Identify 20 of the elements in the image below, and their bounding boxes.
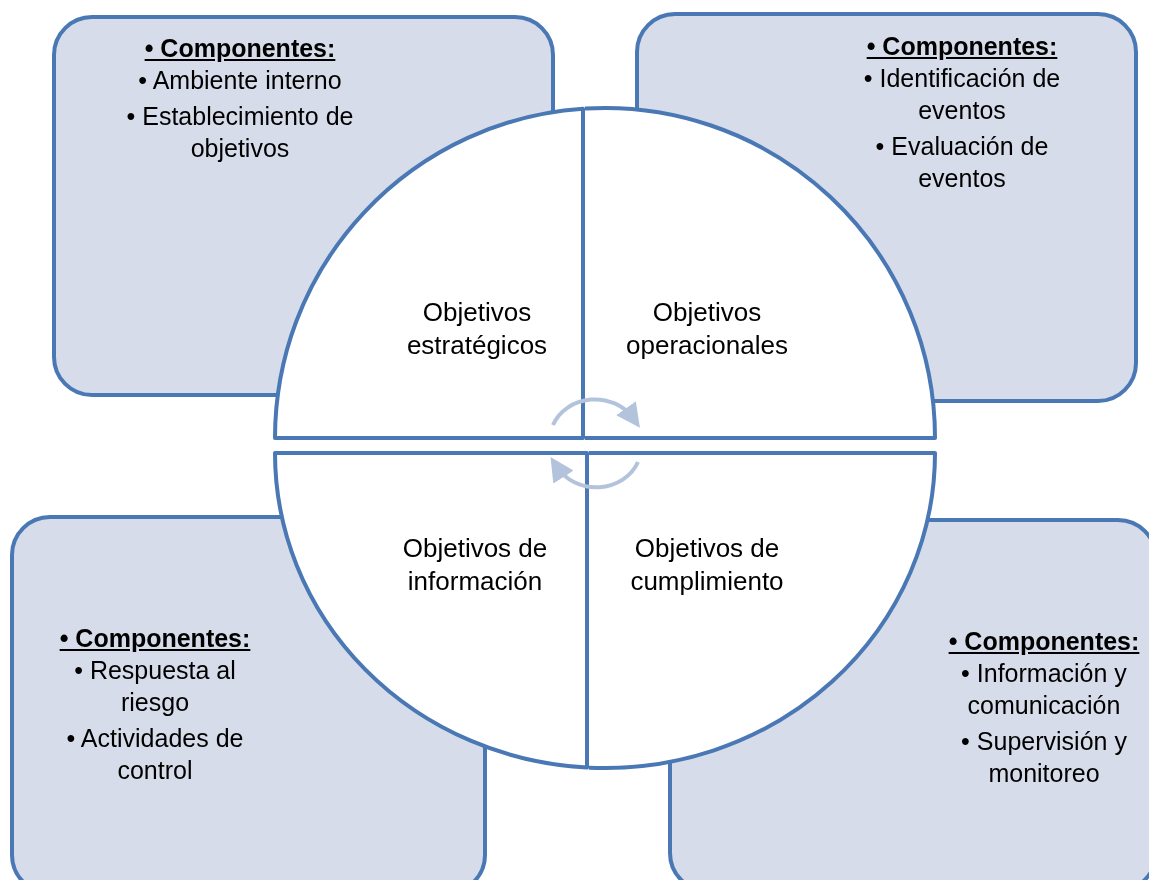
list-item: • Identificación de eventos <box>862 63 1062 126</box>
quadrant-segment <box>589 450 940 772</box>
quadrant-label: Objetivos operacionales <box>625 296 789 362</box>
list-item: • Información y comunicación <box>960 658 1128 721</box>
card-heading: • Componentes: <box>866 31 1058 62</box>
cycle-arrow <box>549 457 640 490</box>
list-item: • Ambiente interno <box>138 65 342 96</box>
quadrant-segment <box>273 450 589 772</box>
list-item: • Actividades de control <box>65 723 245 786</box>
list-item: • Evaluación de eventos <box>874 131 1050 194</box>
quadrant-label: Objetivos de cumplimiento <box>629 532 785 598</box>
cycle-arrow <box>551 397 641 428</box>
quadrant-label: Objetivos estratégicos <box>405 296 549 362</box>
quadrant-label: Objetivos de información <box>401 532 549 598</box>
card-heading: • Componentes: <box>144 33 336 64</box>
list-item: • Establecimiento de objetivos <box>125 101 355 164</box>
card-heading: • Componentes: <box>948 626 1140 657</box>
list-item: • Respuesta al riesgo <box>73 655 237 718</box>
card-heading: • Componentes: <box>59 623 251 654</box>
list-item: • Supervisión y monitoreo <box>960 726 1128 789</box>
